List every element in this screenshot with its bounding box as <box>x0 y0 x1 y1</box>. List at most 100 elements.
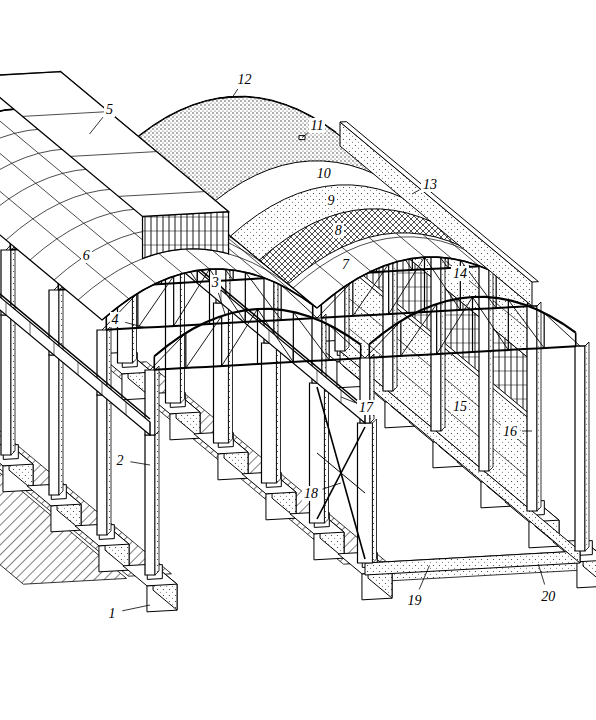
vertical-bracing <box>317 453 365 493</box>
foundation-beam <box>365 551 580 575</box>
truss-web <box>258 309 294 362</box>
parapet <box>340 122 532 306</box>
truss-web <box>400 321 401 356</box>
column <box>575 346 585 551</box>
callout-number: 10 <box>315 166 333 181</box>
lantern-joint <box>119 192 205 197</box>
leader-line <box>302 133 308 138</box>
column <box>229 299 233 443</box>
truss-web <box>365 321 401 358</box>
truss-web <box>508 300 509 350</box>
callout-number: 6 <box>81 248 92 263</box>
leader-line <box>90 117 103 134</box>
callout-number: 18 <box>302 486 320 501</box>
column <box>373 419 377 563</box>
callout-number: 2 <box>115 453 126 468</box>
callout-number: 9 <box>326 193 337 208</box>
column <box>1 315 11 455</box>
callout-number: 13 <box>421 177 439 192</box>
callout-number: 3 <box>210 275 221 290</box>
truss-web <box>473 297 509 350</box>
truss-web <box>173 276 174 326</box>
truss-end <box>368 344 370 358</box>
leader-line <box>341 397 355 403</box>
truss-web <box>544 313 545 348</box>
leader-line <box>419 565 429 589</box>
callout-number: 19 <box>406 593 424 608</box>
truss-end <box>320 304 322 318</box>
leader-line <box>233 89 238 97</box>
lantern-roof <box>0 72 229 217</box>
lantern-joint <box>0 72 61 77</box>
truss-web <box>544 313 580 346</box>
truss-web <box>329 325 330 360</box>
truss-web <box>437 297 473 354</box>
truss-web <box>472 297 473 352</box>
column <box>277 339 281 483</box>
crane-beam-rib <box>341 390 342 403</box>
vertical-bracing <box>317 427 365 519</box>
callout-number: 17 <box>357 400 375 415</box>
callout-number: 15 <box>451 399 469 414</box>
truss-web <box>401 304 437 356</box>
truss-web <box>221 316 222 366</box>
leader-line <box>218 293 225 315</box>
leader-line <box>412 190 420 194</box>
lantern-glazing <box>143 212 229 259</box>
crane-beam-rib <box>6 302 7 315</box>
crane-beam-rib <box>102 382 103 395</box>
lantern-joint <box>71 152 157 157</box>
crane-beam-rib <box>78 362 79 375</box>
truss-web <box>137 293 138 328</box>
truss-web <box>257 309 258 364</box>
callout-number: 8 <box>333 223 344 238</box>
column <box>585 342 589 551</box>
truss-web <box>389 257 425 314</box>
truss-web <box>508 300 544 348</box>
truss-web <box>329 325 365 358</box>
crane-beam-rib <box>30 322 31 335</box>
callout-number: 1 <box>107 606 118 621</box>
column <box>107 391 111 535</box>
truss-end <box>360 345 362 359</box>
truss-web <box>245 272 246 322</box>
truss-end <box>154 356 156 370</box>
truss-web <box>424 257 425 312</box>
blind-area <box>365 549 596 581</box>
truss-web <box>222 309 258 366</box>
crane-beam-rib <box>150 422 151 435</box>
lantern-joint <box>23 112 109 117</box>
column <box>489 262 493 471</box>
column <box>537 302 541 306</box>
truss-web <box>281 285 282 320</box>
column <box>155 366 159 435</box>
column <box>537 302 541 511</box>
truss-web <box>150 333 186 370</box>
callout-number: 16 <box>501 424 519 439</box>
truss-web <box>174 269 210 326</box>
truss-web <box>436 304 437 354</box>
callout-number: 4 <box>110 312 121 327</box>
leader-line <box>538 564 544 585</box>
truss-web <box>388 264 389 314</box>
leader-line <box>130 462 150 465</box>
column <box>49 355 59 495</box>
truss-end <box>106 316 108 330</box>
truss-web <box>185 333 186 368</box>
crane-beam-rib <box>126 402 127 415</box>
column <box>11 311 15 455</box>
leader-line <box>122 605 150 611</box>
crane-beam-rib <box>269 330 270 343</box>
column <box>155 431 159 575</box>
crane-beam-rib <box>317 370 318 383</box>
truss-end <box>575 333 577 347</box>
truss-web <box>496 273 497 308</box>
truss-web <box>352 281 353 316</box>
column <box>59 351 63 495</box>
column <box>181 259 185 403</box>
truss-web <box>186 316 222 368</box>
slab-joint <box>30 209 245 260</box>
